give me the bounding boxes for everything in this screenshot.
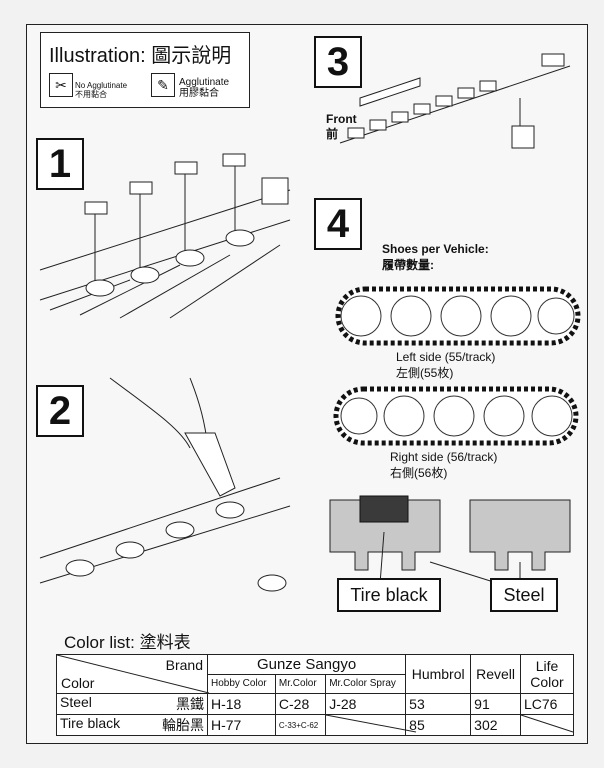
step-1-number: 1 — [36, 138, 84, 190]
step-3-illustration — [339, 53, 571, 149]
step-2-illustration — [39, 377, 291, 592]
humbrol-header: Humbrol — [405, 654, 472, 694]
shoes-per-vehicle-zh: 履帶數量: — [382, 258, 434, 272]
glue-label-en: Agglutinate — [179, 77, 230, 88]
hobby-value: H-18 — [207, 693, 276, 715]
no-glue-label-zh: 不用黏合 — [75, 90, 107, 99]
left-side-label-en: Left side (55/track) — [396, 350, 496, 364]
row-name-zh: 輪胎黑 — [162, 717, 204, 733]
shoes-per-vehicle-en: Shoes per Vehicle: — [382, 242, 489, 256]
color-list-heading: Color list: 塗料表 — [64, 633, 191, 652]
no-glue-label-en: No Agglutinate — [75, 81, 128, 90]
life-value: LC76 — [520, 693, 574, 715]
gunze-header: Gunze Sangyo — [206, 654, 407, 675]
life-color-header: Life Color — [520, 654, 574, 694]
steel-tag: Steel — [490, 578, 558, 612]
life-value-empty — [520, 714, 574, 736]
legend-title: Illustration: 圖示說明 — [49, 45, 232, 67]
glue-icon: ✎ — [151, 73, 175, 97]
table-row: Tire black 輪胎黑 H-77 C-33+C-62 85 302 — [56, 714, 574, 736]
spray-value: J-28 — [325, 693, 407, 715]
hobby-color-header: Hobby Color — [207, 673, 276, 694]
humbrol-value: 53 — [405, 693, 472, 715]
glue-label-zh: 用膠黏合 — [179, 88, 219, 99]
front-label-zh: 前 — [326, 127, 339, 141]
mr-value: C-33+C-62 — [274, 714, 327, 736]
row-name-en: Tire black — [60, 715, 121, 731]
table-row: Steel 黑鐵 H-18 C-28 J-28 53 91 LC76 — [56, 693, 574, 715]
spray-value-empty — [325, 714, 417, 736]
color-table: Brand Color Gunze Sangyo Humbrol Revell … — [56, 654, 574, 736]
right-track-diagram — [333, 386, 579, 446]
track-shoe-paint-views — [329, 495, 571, 585]
humbrol-value: 85 — [405, 714, 472, 736]
step-3-number: 3 — [314, 36, 362, 88]
mr-color-spray-header: Mr.Color Spray — [325, 673, 407, 694]
color-label: Color — [61, 675, 95, 691]
header-diagonal — [56, 654, 210, 694]
hobby-value: H-77 — [207, 714, 276, 736]
front-label-en: Front — [326, 112, 357, 126]
right-side-label-en: Right side (56/track) — [390, 450, 498, 464]
left-side-label-zh: 左側(55枚) — [396, 366, 454, 380]
step-4-number: 4 — [314, 198, 362, 250]
step-1-illustration — [39, 153, 291, 319]
row-name-en: Steel — [60, 694, 92, 710]
empty-slash — [520, 714, 574, 733]
instruction-frame — [26, 24, 588, 744]
empty-slash — [326, 714, 417, 733]
step-2-number: 2 — [36, 385, 84, 437]
revell-header: Revell — [470, 654, 521, 694]
brand-color-header: Brand Color — [56, 654, 210, 694]
no-glue-icon: ✂ — [49, 73, 73, 97]
row-name-zh: 黑鐵 — [176, 696, 204, 712]
tire-black-tag: Tire black — [337, 578, 441, 612]
right-side-label-zh: 右側(56枚) — [390, 466, 448, 480]
brand-label: Brand — [165, 657, 203, 673]
left-track-diagram — [335, 286, 581, 346]
mr-value: C-28 — [274, 693, 327, 715]
mr-color-header: Mr.Color — [274, 673, 327, 694]
illustration-legend: Illustration: 圖示說明 ✂ No Agglutinate 不用黏合… — [40, 32, 250, 108]
revell-value: 91 — [470, 693, 521, 715]
revell-value: 302 — [470, 714, 521, 736]
